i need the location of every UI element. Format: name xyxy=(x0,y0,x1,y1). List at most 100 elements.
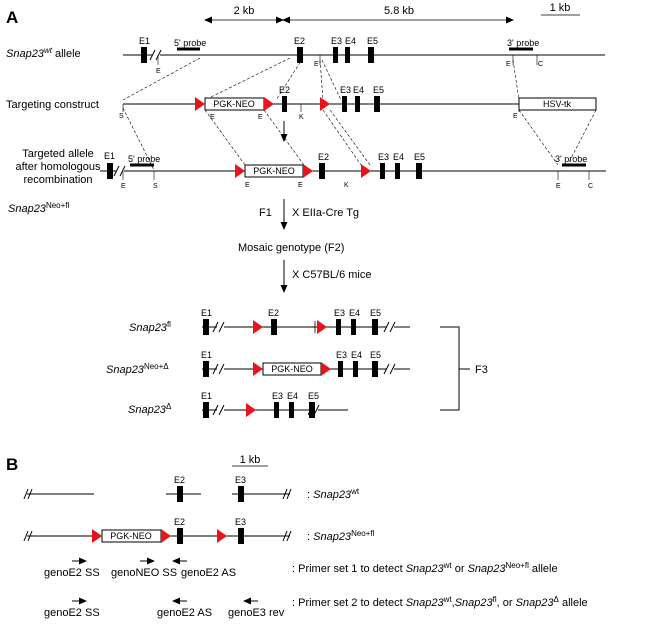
primer-e2ss-2: genoE2 SS xyxy=(44,607,100,619)
r1-exon-e4: E4 xyxy=(345,36,356,46)
r2-site-e3: E xyxy=(513,113,518,120)
b-neofl-label: : Snap23Neo+fl xyxy=(307,529,375,543)
distance-58kb-label: 5.8 kb xyxy=(384,5,414,17)
r2-hsv-tk: HSV-tk xyxy=(543,99,572,109)
r1-exon-e5: E5 xyxy=(367,36,378,46)
del-exon-e4: E4 xyxy=(287,391,298,401)
b-neofl-exon-e3: E3 xyxy=(235,517,246,527)
r3-exon-e2: E2 xyxy=(318,152,329,162)
r3-site-c: C xyxy=(588,183,593,190)
f1-label: F1 xyxy=(259,207,272,219)
r2-site-s: S xyxy=(119,113,124,120)
panel-b-label: B xyxy=(6,455,18,474)
scale-bar: 1 kb xyxy=(541,2,580,16)
r3-site-e4: E xyxy=(556,183,561,190)
r3-site-e2: E xyxy=(245,182,250,189)
r3-pgk-neo: PGK-NEO xyxy=(253,166,295,176)
fl-exon-e1: E1 xyxy=(201,308,212,318)
r2-exon-e3: E3 xyxy=(340,85,351,95)
b-neofl-map xyxy=(23,528,292,544)
r1-site-e3: E xyxy=(506,61,511,68)
b-pgk-neo: PGK-NEO xyxy=(110,531,152,541)
targeted-label-1: Targeted allele xyxy=(22,148,94,160)
fl-exon-e4: E4 xyxy=(349,308,360,318)
primer-e2as-2: genoE2 AS xyxy=(157,607,212,619)
r1-exon-e3: E3 xyxy=(331,36,342,46)
neod-exon-e3: E3 xyxy=(336,350,347,360)
r3-exon-e5: E5 xyxy=(414,152,425,162)
r1-site-e1: E xyxy=(156,68,161,75)
neod-pgk-neo: PGK-NEO xyxy=(271,364,313,374)
f1-cross: X EIIa-Cre Tg xyxy=(292,207,359,219)
distance-58kb: 5.8 kb xyxy=(282,5,514,24)
primer-set-2-text: : Primer set 2 to detect Snap23wt,Snap23… xyxy=(292,595,588,609)
r1-probe-5: 5' probe xyxy=(174,38,206,48)
wt-allele-label: Snap23wt allele xyxy=(6,46,81,60)
f2-cross: X C57BL/6 mice xyxy=(292,269,371,281)
r2-site-k: K xyxy=(299,114,304,121)
distance-2kb-label: 2 kb xyxy=(234,5,255,17)
neod-exon-e4: E4 xyxy=(351,350,362,360)
del-exon-e3: E3 xyxy=(272,391,283,401)
b-wt-map xyxy=(23,486,292,502)
r3-exon-e3: E3 xyxy=(378,152,389,162)
r3-probe-3: 3' probe xyxy=(555,154,587,164)
r2-exon-e4: E4 xyxy=(353,85,364,95)
r1-site-e2: E xyxy=(314,61,319,68)
r3-site-k: K xyxy=(344,182,349,189)
r1-exon-e1: E1 xyxy=(139,36,150,46)
fl-exon-e5: E5 xyxy=(370,308,381,318)
scale-bar-label: 1 kb xyxy=(550,2,571,14)
r1-site-c: C xyxy=(538,61,543,68)
del-allele-label: Snap23Δ xyxy=(128,402,172,416)
primer-e2as: genoE2 AS xyxy=(181,567,236,579)
targeted-label-3: recombination xyxy=(23,174,92,186)
r3-site-e3: E xyxy=(298,182,303,189)
r2-site-e2: E xyxy=(258,114,263,121)
neod-allele-label: Snap23Neo+Δ xyxy=(106,362,169,376)
primer-e2ss: genoE2 SS xyxy=(44,567,100,579)
wt-allele-map xyxy=(123,47,605,65)
primer-neoss: genoNEO SS xyxy=(111,567,177,579)
r3-exon-e4: E4 xyxy=(393,152,404,162)
b-wt-exon-e3: E3 xyxy=(235,475,246,485)
targeting-construct-map xyxy=(122,96,597,112)
neod-exon-e1: E1 xyxy=(201,350,212,360)
fl-exon-e2: E2 xyxy=(268,308,279,318)
targeting-construct-label: Targeting construct xyxy=(6,99,99,111)
distance-2kb: 2 kb xyxy=(204,5,284,24)
primer-e3rev: genoE3 rev xyxy=(228,607,285,619)
del-exon-e5: E5 xyxy=(308,391,319,401)
fl-allele-map xyxy=(202,319,410,335)
del-allele-map xyxy=(202,402,348,418)
r2-exon-e2: E2 xyxy=(279,85,290,95)
primer-set-1-text: : Primer set 1 to detect Snap23wt or Sna… xyxy=(292,561,558,575)
alignment-lines-bottom xyxy=(122,107,597,171)
del-exon-e1: E1 xyxy=(201,391,212,401)
neod-allele-map xyxy=(202,361,410,377)
fl-allele-label: Snap23fl xyxy=(129,320,171,334)
mosaic-label: Mosaic genotype (F2) xyxy=(238,242,344,254)
targeted-allele-map xyxy=(100,163,606,180)
r3-exon-e1: E1 xyxy=(104,151,115,161)
r3-site-s: S xyxy=(153,183,158,190)
b-wt-exon-e2: E2 xyxy=(174,475,185,485)
r2-exon-e5: E5 xyxy=(373,85,384,95)
panel-a-label: A xyxy=(6,8,18,27)
r3-probe-5: 5' probe xyxy=(128,154,160,164)
targeted-label-2: after homologous xyxy=(16,161,101,173)
scale-bar-b-label: 1 kb xyxy=(240,454,261,466)
r3-site-e1: E xyxy=(121,183,126,190)
alignment-lines-top xyxy=(122,57,520,101)
fl-exon-e3: E3 xyxy=(334,308,345,318)
b-neofl-exon-e2: E2 xyxy=(174,517,185,527)
scale-bar-b: 1 kb xyxy=(232,454,268,467)
r2-pgk-neo: PGK-NEO xyxy=(213,99,255,109)
f3-label: F3 xyxy=(475,364,488,376)
f3-bracket xyxy=(440,326,470,411)
r2-site-e1: E xyxy=(210,114,215,121)
neod-exon-e5: E5 xyxy=(370,350,381,360)
r1-probe-3: 3' probe xyxy=(507,38,539,48)
r1-exon-e2: E2 xyxy=(294,36,305,46)
